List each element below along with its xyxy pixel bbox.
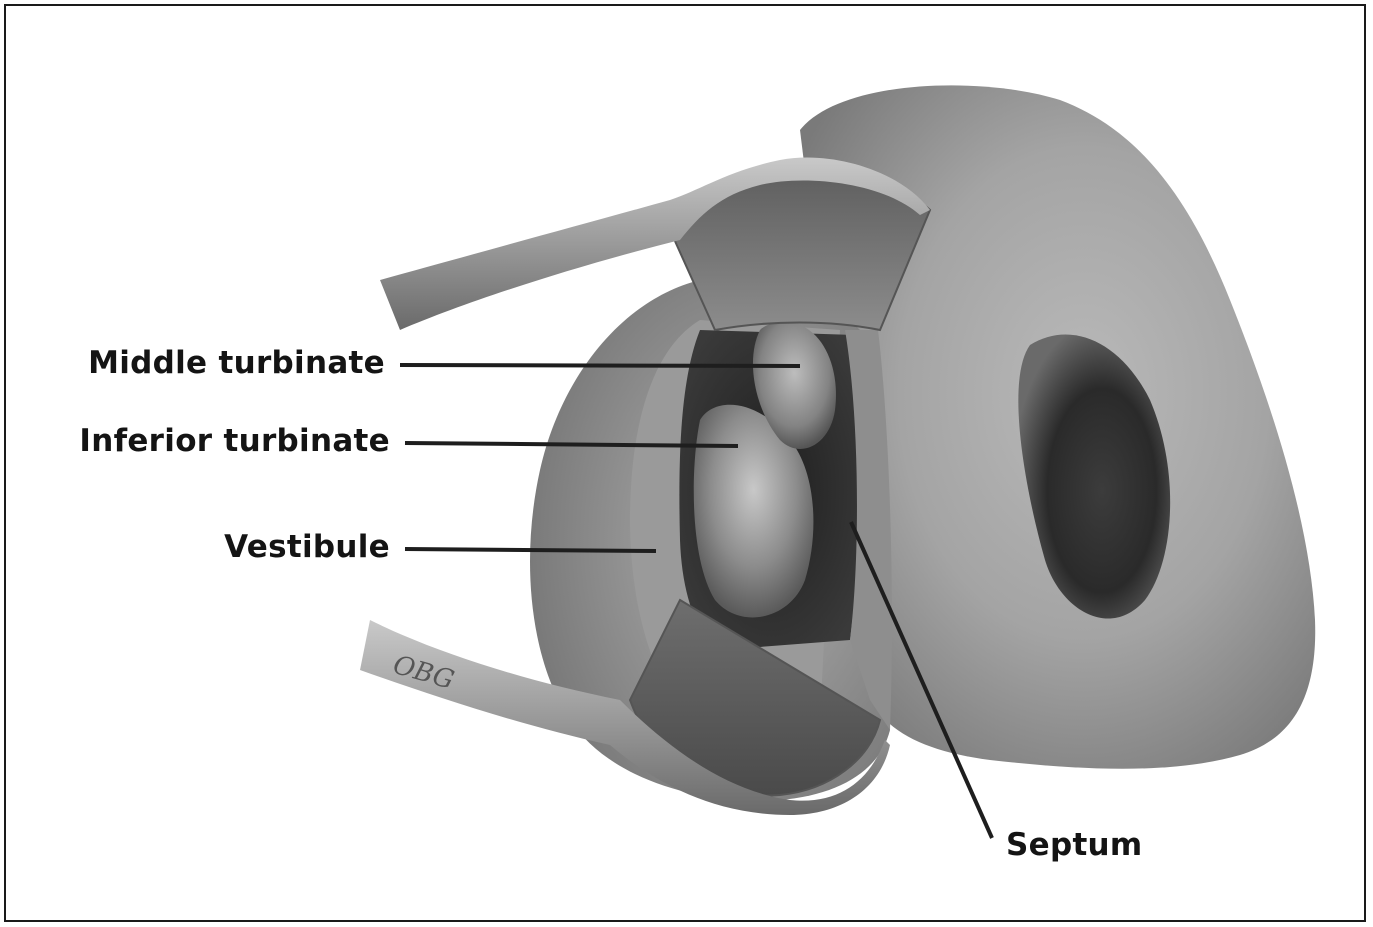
label-vestibule: Vestibule [224, 532, 390, 563]
label-middle-turbinate: Middle turbinate [88, 348, 385, 379]
leader-line-middle-turbinate [400, 365, 800, 366]
label-septum: Septum [1006, 830, 1143, 861]
leader-line-vestibule [405, 549, 656, 551]
label-inferior-turbinate: Inferior turbinate [79, 426, 390, 457]
